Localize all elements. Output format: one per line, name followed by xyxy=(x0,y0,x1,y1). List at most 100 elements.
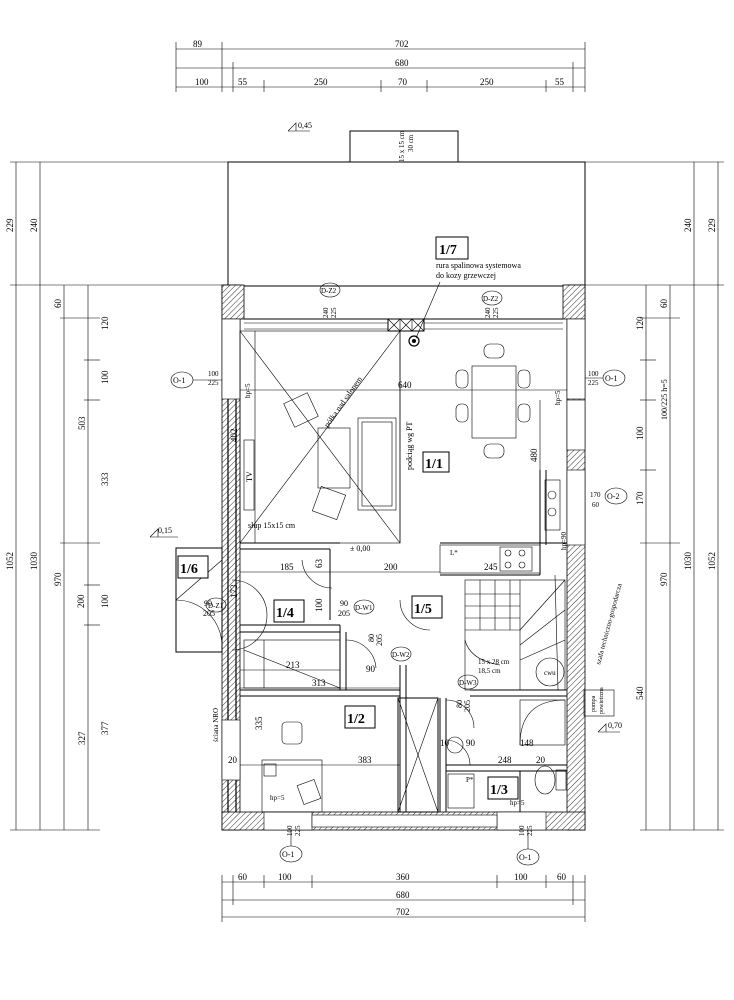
dim-225-win-a: 225 xyxy=(294,825,302,836)
interior-dimensions: 640 402 480 185 63 200 245 173 100 90 20… xyxy=(203,307,601,836)
dim-bot-702: 702 xyxy=(396,907,410,917)
room-1-1: 1/1 xyxy=(425,457,443,472)
chimney-label-b: 30 cm xyxy=(407,134,415,152)
bottom-dimensions: 60 100 360 100 60 680 702 xyxy=(221,872,586,922)
dim-63: 63 xyxy=(314,559,324,569)
dim-top-55a: 55 xyxy=(238,77,248,87)
dim-bot-60a: 60 xyxy=(238,872,248,882)
dim-left-377: 377 xyxy=(100,721,110,735)
hp5-c: hp=5 xyxy=(270,794,285,802)
dim-383: 383 xyxy=(358,755,372,765)
stairs-label-b: 18,5 cm xyxy=(478,667,501,675)
kozy-text: do kozy grzewczej xyxy=(436,271,496,280)
dim-bot-360: 360 xyxy=(396,872,410,882)
living-furniture: TV xyxy=(239,330,531,544)
dim-185: 185 xyxy=(280,562,294,572)
dim-148: 148 xyxy=(520,738,534,748)
dim-10: 10 xyxy=(440,738,450,748)
room-1-3: 1/3 xyxy=(490,783,508,798)
level-left: 0,15 xyxy=(158,526,172,535)
doors xyxy=(231,559,475,766)
dim-left-120: 120 xyxy=(100,316,110,330)
dim-left-100a: 100 xyxy=(100,370,110,384)
dim-248: 248 xyxy=(498,755,512,765)
dim-100-int: 100 xyxy=(314,598,324,612)
pompa-text-2: powietrzna xyxy=(599,687,605,714)
floor-level: ± 0,00 xyxy=(350,544,370,553)
top-dimensions: 89 702 680 100 55 250 70 250 55 xyxy=(175,39,586,92)
dim-100-win-a: 100 xyxy=(286,825,294,836)
dim-213: 213 xyxy=(286,660,300,670)
hp5-d: hp=5 xyxy=(510,799,525,807)
podcieg-text: podciąg wg PT xyxy=(405,421,414,470)
dim-80-b: 80 xyxy=(455,700,464,708)
dim-90-a: 90 xyxy=(340,599,348,608)
dim-205-d: 205 xyxy=(463,700,472,712)
dim-top-250a: 250 xyxy=(314,77,328,87)
dim-right-540: 540 xyxy=(635,686,645,700)
dim-right-100-225: 100/225 h=5 xyxy=(660,379,669,420)
dim-225-a: 225 xyxy=(330,307,338,318)
dim-left-200: 200 xyxy=(76,594,86,608)
dim-top-250b: 250 xyxy=(480,77,494,87)
dim-top-55b: 55 xyxy=(555,77,565,87)
tag-dw1: D-W1 xyxy=(355,604,373,612)
dim-left-1052: 1052 xyxy=(5,552,15,570)
dim-right-229: 229 xyxy=(707,218,717,232)
hp90: hp=90 xyxy=(560,532,568,550)
room-1-4: 1/4 xyxy=(276,606,294,621)
pompa-text-1: pompa xyxy=(591,695,597,712)
slup-text: słup 15x15 cm xyxy=(248,521,296,530)
dim-173: 173 xyxy=(229,584,239,598)
bathroom-fixtures: P* xyxy=(446,699,567,809)
tv-label: TV xyxy=(245,471,254,482)
right-dimensions: 229 1052 240 1030 60 970 540 120 100/225… xyxy=(580,161,724,831)
dim-left-240: 240 xyxy=(29,218,39,232)
entrance: 0,15 xyxy=(149,526,223,653)
dim-right-1052: 1052 xyxy=(707,552,717,570)
dim-640: 640 xyxy=(398,380,412,390)
dim-left-503: 503 xyxy=(77,416,87,430)
outer-walls xyxy=(221,284,586,831)
tag-o1-bottom-a: O-1 xyxy=(282,850,294,859)
room-1-7: 1/7 xyxy=(439,243,457,258)
hp5-b: hp=5 xyxy=(554,390,562,405)
dim-bot-680: 680 xyxy=(396,890,410,900)
dim-right-60: 60 xyxy=(659,299,669,309)
level-right: 0,70 xyxy=(608,721,622,730)
sciana-text: ściana NRO xyxy=(212,708,220,742)
dim-313: 313 xyxy=(312,678,326,688)
dim-right-100: 100 xyxy=(635,426,645,440)
level-top: 0,45 xyxy=(298,121,312,130)
dim-top-680: 680 xyxy=(395,58,409,68)
dim-left-229: 229 xyxy=(5,218,15,232)
dim-225-win-r: 225 xyxy=(588,379,599,387)
dim-right-1030: 1030 xyxy=(683,552,693,571)
window-door-tags: O-1 O-1 O-2 O-1 O-1 D-Z2 D-Z2 D-Z1 D-W1 … xyxy=(170,282,628,866)
dim-left-333: 333 xyxy=(100,472,110,486)
dim-80-a: 80 xyxy=(367,634,376,642)
dim-right-120: 120 xyxy=(635,316,645,330)
tag-dz2-b: D-Z2 xyxy=(483,295,499,303)
dim-left-1030: 1030 xyxy=(29,552,39,571)
dim-right-970: 970 xyxy=(659,572,669,586)
dim-left-60: 60 xyxy=(53,299,63,309)
dim-480: 480 xyxy=(529,448,539,462)
l-label: L* xyxy=(450,549,458,557)
tag-dw2: D-W2 xyxy=(392,651,410,659)
tag-o1-left: O-1 xyxy=(173,376,185,385)
dim-90-d: 90 xyxy=(466,738,476,748)
dim-top-89: 89 xyxy=(193,39,203,49)
dim-right-240: 240 xyxy=(683,218,693,232)
dim-240-a: 240 xyxy=(322,307,330,318)
bedroom-furniture xyxy=(243,639,341,813)
dim-left-970: 970 xyxy=(53,572,63,586)
dim-245: 245 xyxy=(484,562,498,572)
dim-bot-100a: 100 xyxy=(278,872,292,882)
dim-205-a: 205 xyxy=(338,609,350,618)
room-1-2: 1/2 xyxy=(347,712,365,727)
left-dimensions: 229 1052 240 1030 60 970 503 327 120 100… xyxy=(5,161,228,831)
rura-text: rura spalinowa systemowa xyxy=(436,261,521,270)
dim-90-c: 90 xyxy=(366,664,376,674)
